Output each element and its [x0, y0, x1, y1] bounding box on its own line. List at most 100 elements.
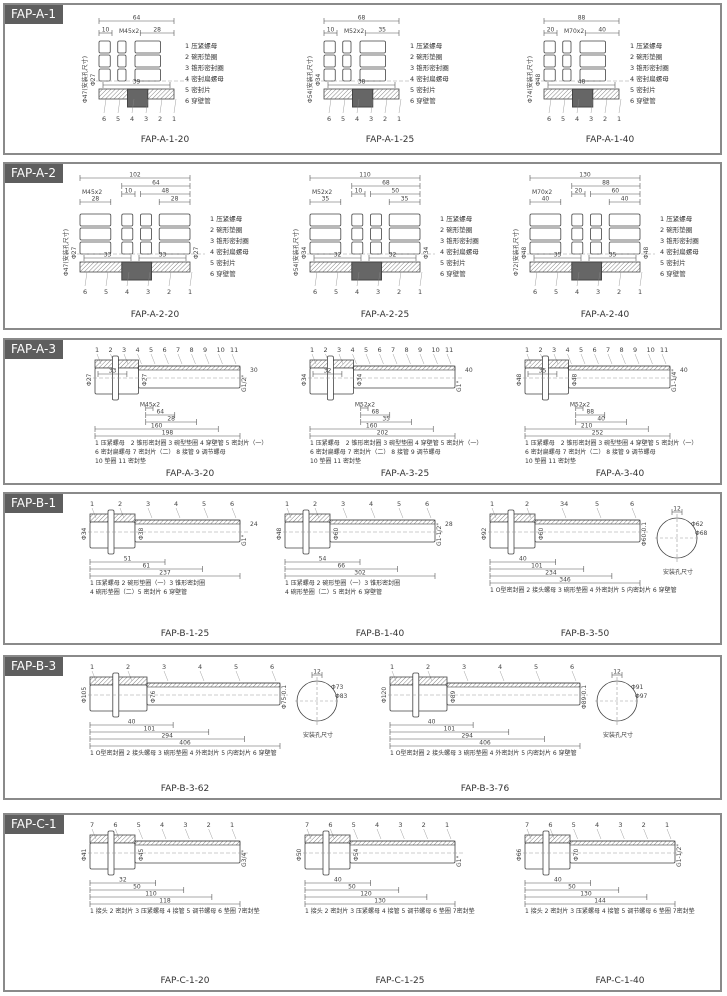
- side-dimension-label: 24: [250, 521, 258, 528]
- thread-label: M52x2: [344, 28, 364, 35]
- nut-section: [134, 40, 161, 54]
- part-callout: 3: [146, 500, 150, 508]
- legend-item: 5 密封片: [185, 86, 211, 94]
- dimension-label: 35: [382, 416, 390, 423]
- part-callout: 5: [116, 115, 120, 123]
- dimension-label: 130: [580, 891, 592, 898]
- section-tab: FAP-A-3: [5, 340, 63, 359]
- part-callout: 6: [548, 821, 552, 829]
- seal-nut: [352, 88, 374, 108]
- dimension-label: 35: [322, 196, 330, 203]
- legend-item: 6 密封扁螺母 7 密封片（二） 8 接管 9 调节螺母: [95, 449, 226, 456]
- parts-legend: 1 O型密封圈 2 接头螺母 3 碗形垫圈 4 外密封片 5 内密封片 6 穿壁…: [90, 749, 277, 758]
- nut-section: [342, 40, 352, 54]
- legend-item: 6 穿壁管: [630, 97, 656, 105]
- dimension-label: 64: [156, 409, 164, 416]
- dimension-label: 68: [358, 15, 366, 22]
- thread-label: G1-1/4": [671, 369, 678, 392]
- leader-line: [463, 670, 469, 682]
- part-callout: 11: [230, 346, 238, 354]
- nut-section: [370, 227, 382, 241]
- nut-section: [309, 227, 342, 241]
- outer-diameter: Φ34: [301, 373, 308, 386]
- part-callout: 6: [570, 663, 574, 671]
- leader-line: [231, 353, 237, 365]
- dimension-label: 302: [354, 570, 366, 577]
- part-callout: 5: [137, 821, 141, 829]
- pipe-wall: [349, 840, 456, 846]
- part-callout: 1: [188, 288, 192, 296]
- leader-line: [423, 828, 428, 840]
- legend-item: 1 压紧螺母: [210, 215, 243, 223]
- section-tab: FAP-B-3: [5, 657, 64, 676]
- part-callout: 1: [90, 500, 94, 508]
- part-callout: 3: [552, 346, 556, 354]
- dimension-label: 35: [401, 196, 409, 203]
- part-callout: 3: [369, 115, 373, 123]
- dimension-label: 32: [119, 877, 127, 884]
- dimension-label: 68: [371, 409, 379, 416]
- section-tab: FAP-C-1: [5, 815, 64, 834]
- nut-section: [79, 227, 112, 241]
- part-callout: 5: [561, 115, 565, 123]
- dimension-label: 202: [377, 430, 389, 437]
- leader-line: [499, 670, 505, 682]
- dimension-label: 20: [575, 188, 583, 195]
- part-callout: 2: [617, 288, 621, 296]
- leader-line: [376, 828, 382, 840]
- dimension-label: 101: [531, 563, 543, 570]
- legend-item: 1 压紧螺母: [185, 42, 218, 50]
- part-callout: 2: [642, 821, 646, 829]
- thread-label: G1/2": [241, 375, 248, 392]
- dimension-label: 130: [579, 172, 591, 179]
- thread-label: Φ60-0.1: [641, 522, 648, 546]
- mounting-hole-diameter: Φ47(安装孔尺寸): [81, 56, 89, 103]
- nut-section: [562, 54, 572, 68]
- nut-section: [579, 54, 606, 68]
- part-callout: 5: [104, 288, 108, 296]
- nut-section: [121, 213, 134, 227]
- part-callout: 3: [146, 288, 150, 296]
- part-callout: 3: [122, 346, 126, 354]
- seal-nut: [127, 88, 149, 108]
- outer-diameter: Φ48: [516, 373, 523, 386]
- inner-diameter: Φ34: [301, 246, 308, 259]
- nut-section: [134, 54, 161, 68]
- pipe-wall: [353, 365, 456, 371]
- model-caption: FAP-A-1-20: [140, 135, 190, 145]
- dimension-label: 35: [554, 252, 562, 259]
- leader-line: [604, 98, 608, 114]
- part-callout: 1: [525, 346, 529, 354]
- dimension-label: 88: [586, 409, 594, 416]
- leader-line: [147, 507, 153, 519]
- part-callout: 10: [647, 346, 655, 354]
- nut-section: [140, 227, 152, 241]
- dimension-label: 40: [554, 877, 562, 884]
- dimension-label: 120: [360, 891, 372, 898]
- legend-item: 1 压紧螺母 2 锥形密封圈 3 碗型垫圈 4 穿壁管 5 密封片（一）: [525, 440, 698, 447]
- part-callout: 6: [327, 115, 331, 123]
- legend-item: 5 密封片: [440, 259, 466, 267]
- legend-item: 2 碗形垫圈: [660, 226, 693, 234]
- nut-section: [140, 241, 152, 255]
- dimension-label: 144: [594, 898, 606, 905]
- nut-section: [98, 68, 111, 82]
- part-callout: 1: [397, 115, 401, 123]
- legend-item: 1 压紧螺母: [660, 215, 693, 223]
- dimension-label: 32: [324, 368, 332, 375]
- model-caption: FAP-C-1-25: [375, 976, 425, 986]
- legend-item: 10 垫圈 11 密封垫: [525, 458, 576, 465]
- part-callout: 1: [172, 115, 176, 123]
- model-caption: FAP-B-3-76: [460, 784, 510, 794]
- dimension-label: 28: [171, 196, 179, 203]
- leader-line: [177, 353, 183, 365]
- leader-line: [218, 353, 223, 365]
